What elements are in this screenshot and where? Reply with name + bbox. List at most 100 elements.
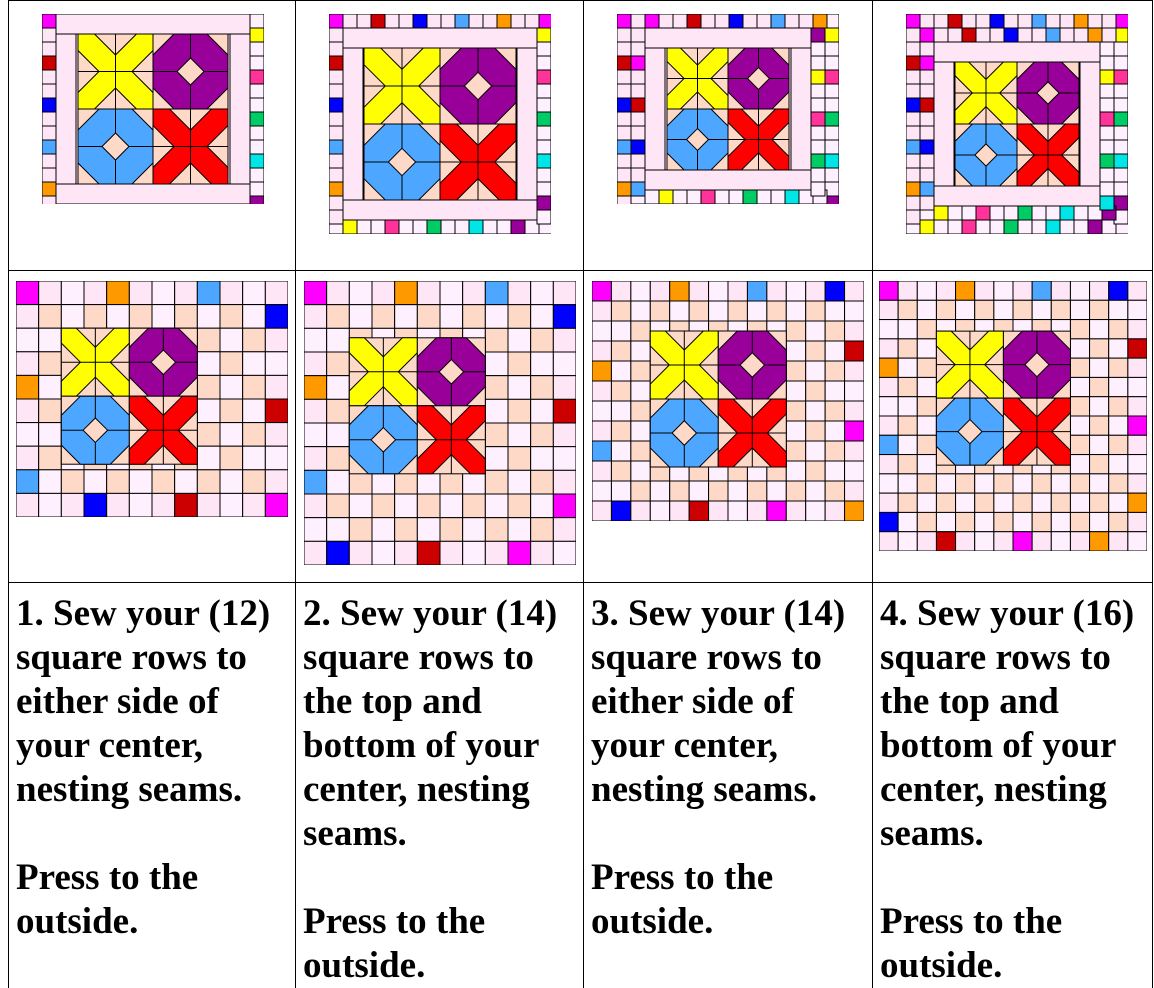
- quilt-square: [994, 512, 1013, 531]
- quilt-square: [250, 182, 264, 196]
- quilt-square: [1100, 112, 1114, 126]
- quilt-square: [920, 28, 934, 42]
- quilt-square: [553, 376, 576, 400]
- quilt-square: [962, 206, 976, 220]
- quilt-square: [611, 461, 630, 481]
- quilt-square: [508, 447, 531, 471]
- quilt-square: [508, 281, 531, 305]
- quilt-square: [728, 501, 747, 521]
- quilt-square: [917, 320, 936, 339]
- quilt-square: [1032, 532, 1051, 551]
- quilt-square: [1032, 28, 1046, 42]
- quilt-square: [611, 281, 630, 301]
- quilt-grid-step-1: [16, 281, 288, 517]
- quilt-square: [250, 28, 264, 42]
- sashing-strip: [645, 170, 811, 190]
- quilt-square: [898, 320, 917, 339]
- quilt-square: [920, 112, 934, 126]
- quilt-square: [786, 361, 805, 381]
- quilt-square: [250, 154, 264, 168]
- quilt-square: [994, 300, 1013, 319]
- quilt-square: [42, 196, 56, 204]
- quilt-square: [906, 140, 920, 154]
- quilt-square: [152, 281, 175, 305]
- quilt-square: [825, 168, 839, 182]
- quilt-square: [175, 493, 198, 517]
- step-3-instruction-text: 3. Sew your (14) square rows to either s…: [591, 592, 871, 812]
- quilt-square: [537, 182, 551, 196]
- quilt-square: [327, 376, 350, 400]
- quilt-square: [508, 470, 531, 494]
- quilt-square: [934, 28, 948, 42]
- step-2-quilt-diagram: [296, 271, 583, 582]
- quilt-square: [265, 281, 288, 305]
- quilt-square: [469, 220, 483, 234]
- quilt-square: [920, 182, 934, 196]
- quilt-square: [250, 98, 264, 112]
- quilt-square: [592, 441, 611, 461]
- quilt-square: [1018, 14, 1032, 28]
- quilt-square: [250, 56, 264, 70]
- quilt-square: [304, 447, 327, 471]
- quilt-square: [785, 14, 799, 28]
- quilt-square: [243, 423, 266, 447]
- quilt-square: [483, 14, 497, 28]
- quilt-square: [250, 126, 264, 140]
- step-3-press-text: Press to the outside.: [591, 856, 871, 944]
- quilt-square: [879, 455, 898, 474]
- quilt-square: [631, 361, 650, 381]
- quilt-square: [1088, 14, 1102, 28]
- quilt-square: [129, 493, 152, 517]
- quilt-square: [197, 493, 220, 517]
- quilt-square: [1128, 474, 1147, 493]
- quilt-square: [709, 301, 728, 321]
- quilt-square: [327, 328, 350, 352]
- quilt-square: [898, 281, 917, 300]
- quilt-square: [84, 470, 107, 494]
- quilt-square: [537, 70, 551, 84]
- quilt-square: [994, 493, 1013, 512]
- quilt-square: [84, 493, 107, 517]
- quilt-square: [1051, 474, 1070, 493]
- quilt-square: [16, 446, 39, 470]
- quilt-square: [61, 305, 84, 329]
- quilt-square: [611, 401, 630, 421]
- quilt-square: [936, 281, 955, 300]
- quilt-square: [906, 126, 920, 140]
- quilt-square: [592, 321, 611, 341]
- quilt-square: [42, 84, 56, 98]
- quilt-square: [539, 14, 551, 28]
- quilt-square: [175, 305, 198, 329]
- quilt-square: [879, 320, 898, 339]
- quilt-square: [811, 56, 825, 70]
- quilt-square: [825, 361, 844, 381]
- quilt-square: [531, 305, 554, 329]
- quilt-square: [1070, 377, 1089, 396]
- quilt-square: [611, 361, 630, 381]
- quilt-square: [537, 84, 551, 98]
- quilt-square: [617, 84, 631, 98]
- quilt-square: [689, 301, 708, 321]
- quilt-square: [1046, 14, 1060, 28]
- quilt-square: [1114, 98, 1128, 112]
- quilt-square: [16, 305, 39, 329]
- quilt-square: [537, 126, 551, 140]
- quilt-square: [920, 56, 934, 70]
- quilt-square: [845, 461, 864, 481]
- quilt-square: [485, 447, 508, 471]
- quilt-square: [920, 168, 934, 182]
- sashing-strip: [1080, 62, 1100, 186]
- quilt-square: [553, 518, 576, 542]
- step-3-quilt-diagram: [584, 271, 872, 582]
- quilt-square: [1070, 339, 1089, 358]
- quilt-square: [1070, 300, 1089, 319]
- quilt-square: [39, 375, 62, 399]
- quilt-square: [975, 493, 994, 512]
- quilt-square: [825, 42, 839, 56]
- quilt-square: [497, 220, 511, 234]
- quilt-square: [485, 494, 508, 518]
- quilt-square: [1004, 206, 1018, 220]
- quilt-square: [197, 375, 220, 399]
- quilt-square: [920, 196, 934, 210]
- quilt-square: [1018, 28, 1032, 42]
